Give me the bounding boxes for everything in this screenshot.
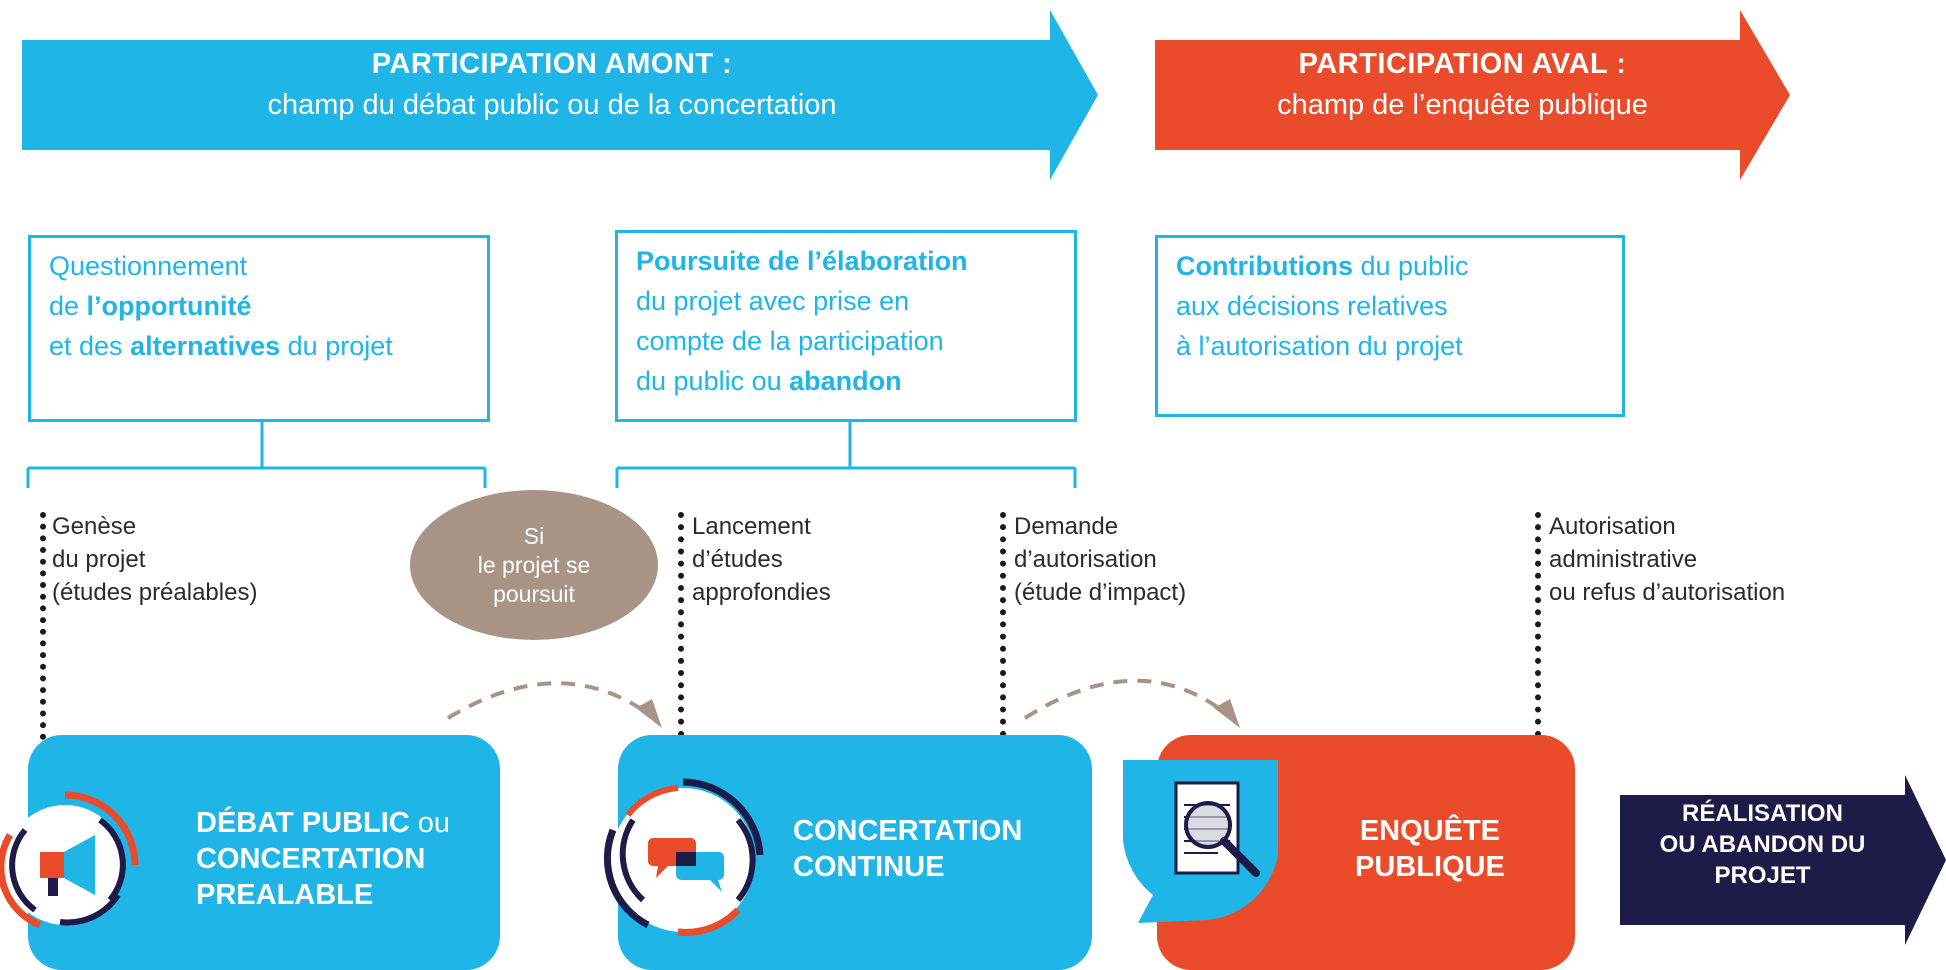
amont-subtitle: champ du débat public ou de la concertat… [267,89,837,121]
milestone-lancement-line2: d’études [692,546,783,573]
card-debat-line1b: ou [409,807,451,839]
card-concertation-line1: CONCERTATION [793,815,1023,847]
box1-line3b: alternatives [130,331,281,361]
box1-line3a: et des [49,331,131,361]
card-enquete-title: ENQUÊTE PUBLIQUE [1355,813,1505,885]
bracket-2 [615,420,1077,488]
final-arrow [1620,775,1946,945]
milestone-genese-line1: Genèse [52,513,137,540]
card-debat-title: DÉBAT PUBLIC ou CONCERTATION PREALABLE [196,805,450,913]
magnifier-document-icon [1123,760,1278,923]
oval-line2: le projet se [477,552,591,578]
box1-line1: Questionnement [49,251,248,281]
milestone-demande-line3: (étude d’impact) [1014,579,1187,606]
final-line2: OU ABANDON DU [1659,831,1866,858]
oval-line3: poursuit [493,581,575,607]
milestone-autorisation-line2: administrative [1549,546,1698,573]
final-line1: RÉALISATION [1682,800,1843,827]
milestone-lancement-line1: Lancement [692,513,811,540]
box1-line2b: l’opportunité [86,291,252,321]
oval-line1: Si [523,523,545,549]
milestone-genese: Genèse du projet (études préalables) [52,510,257,609]
final-arrow-label: RÉALISATION OU ABANDON DU PROJET [1620,798,1905,891]
dotted-line-4 [1535,512,1541,737]
dashed-arrow-1 [446,681,652,720]
card-debat-line2: CONCERTATION [196,843,426,875]
megaphone-icon [0,791,139,929]
milestone-lancement: Lancement d’études approfondies [692,510,831,609]
milestone-autorisation: Autorisation administrative ou refus d’a… [1549,510,1785,609]
amont-arrow-label: PARTICIPATION AMONT : champ du débat pub… [22,48,1082,122]
box-contributions: Contributions du public aux décisions re… [1155,235,1625,417]
milestone-genese-line2: du projet [52,546,146,573]
milestone-autorisation-line1: Autorisation [1549,513,1676,540]
box3-line1a: Contributions [1176,251,1353,281]
milestone-lancement-line3: approfondies [692,579,831,606]
card-concertation-title: CONCERTATION CONTINUE [793,813,1022,885]
card-debat-line1a: DÉBAT PUBLIC [196,807,410,839]
amont-title: PARTICIPATION AMONT : [371,48,733,80]
box3-line1b: du public [1352,251,1469,281]
dashed-arrow-2-head [1214,699,1240,728]
dotted-line-2 [678,512,684,737]
amont-arrow [22,10,1098,180]
bracket-1 [26,420,487,488]
box-poursuite: Poursuite de l’élaboration du projet ave… [615,230,1077,422]
milestone-autorisation-line3: ou refus d’autorisation [1549,579,1786,606]
box2-line1: Poursuite de l’élaboration [636,246,968,276]
card-concertation-line2: CONTINUE [793,851,945,883]
box-opportunite: Questionnement de l’opportunité et des a… [28,235,490,422]
aval-arrow [1155,10,1790,180]
box2-line2: du projet avec prise en [636,286,910,316]
milestone-demande-line1: Demande [1014,513,1119,540]
box3-line2: aux décisions relatives [1176,291,1448,321]
condition-oval: Si le projet se poursuit [410,490,658,640]
dotted-line-3 [1000,512,1006,737]
milestone-genese-line3: (études préalables) [52,579,258,606]
box2-line4a: du public ou [636,366,790,396]
card-debat-line3: PREALABLE [196,879,374,911]
dashed-arrow-2 [1023,678,1230,720]
box2-line3: compte de la participation [636,326,944,356]
box1-line3c: du projet [280,331,393,361]
box1-line2a: de [49,291,87,321]
milestone-demande: Demande d’autorisation (étude d’impact) [1014,510,1186,609]
aval-title: PARTICIPATION AVAL : [1298,48,1627,80]
speech-bubbles-icon [603,778,764,936]
aval-arrow-label: PARTICIPATION AVAL : champ de l’enquête … [1155,48,1770,122]
aval-subtitle: champ de l’enquête publique [1277,89,1648,121]
dotted-line-1 [40,512,46,740]
final-line3: PROJET [1714,862,1811,889]
card-enquete-line2: PUBLIQUE [1355,851,1505,883]
box2-line4b: abandon [789,366,902,396]
milestone-demande-line2: d’autorisation [1014,546,1157,573]
box3-line3: à l’autorisation du projet [1176,331,1463,361]
card-enquete-line1: ENQUÊTE [1359,815,1501,847]
dashed-arrow-1-head [636,699,662,728]
